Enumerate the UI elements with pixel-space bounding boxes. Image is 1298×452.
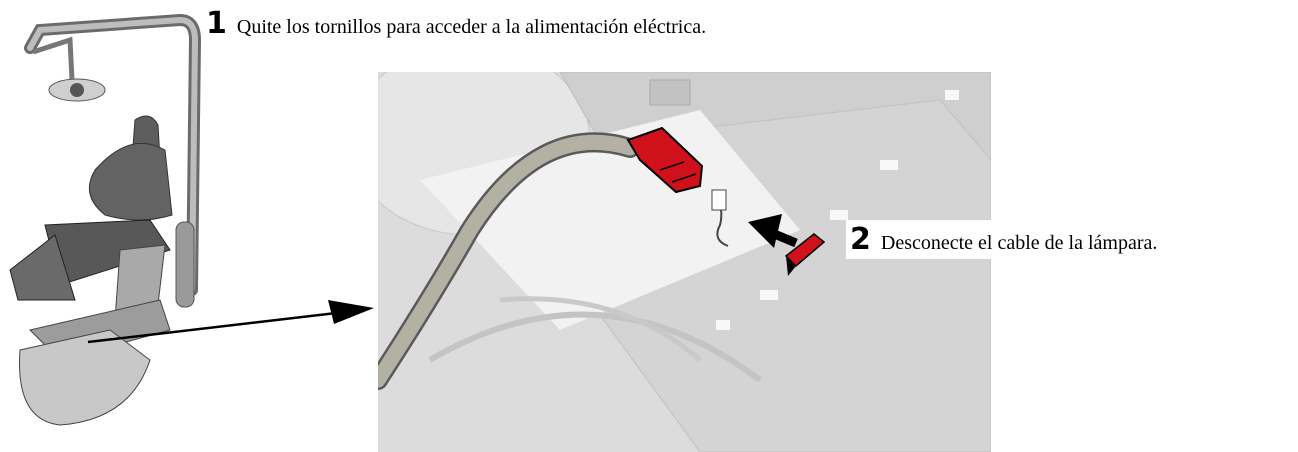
direction-arrow: [748, 214, 798, 248]
detail-view: [378, 72, 991, 452]
step-1: 1 Quite los tornillos para acceder a la …: [206, 6, 706, 41]
dental-chair-illustration: [9, 13, 202, 426]
lamp-connector: [626, 126, 704, 194]
step-1-text: Quite los tornillos para acceder a la al…: [236, 16, 707, 38]
step-2-number: 2: [850, 222, 871, 257]
step-1-number: 1: [206, 6, 227, 41]
step-2-text: Desconecte el cable de la lámpara.: [880, 232, 1158, 254]
step-2: 2 Desconecte el cable de la lámpara.: [846, 220, 1162, 259]
pointer-arrow: [87, 300, 374, 344]
